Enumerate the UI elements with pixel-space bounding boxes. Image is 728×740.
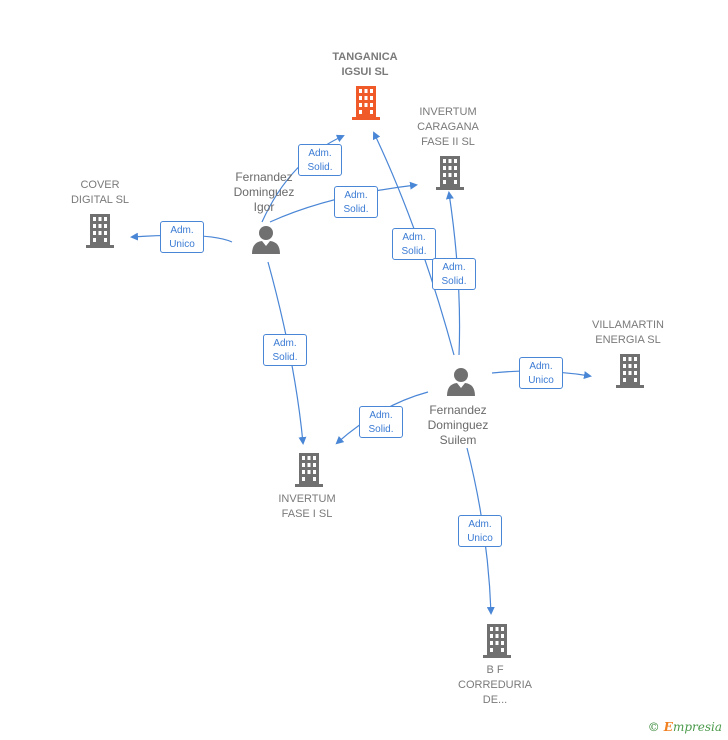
company-label-villamartin[interactable]: VILLAMARTIN ENERGIA SL xyxy=(592,319,664,346)
edge-badge-igor-cover[interactable]: Adm. Unico xyxy=(160,221,204,253)
building-icon[interactable] xyxy=(434,156,466,190)
edge-badge-igor-caragana[interactable]: Adm. Solid. xyxy=(334,186,378,218)
brand-logo-initial: E xyxy=(663,720,673,734)
person-label-suilem[interactable]: Fernandez Dominguez Suilem xyxy=(427,403,489,447)
company-label-bf[interactable]: B F CORREDURIA DE... xyxy=(458,664,532,706)
person-icon[interactable] xyxy=(445,366,477,398)
edge-igor-tanganica xyxy=(261,134,345,223)
person-label-igor[interactable]: Fernandez Dominguez Igor xyxy=(233,170,295,214)
person-icon[interactable] xyxy=(250,224,282,256)
copyright-symbol: © xyxy=(647,720,660,734)
company-label-fase1[interactable]: INVERTUM FASE I SL xyxy=(278,493,336,520)
company-label-cover[interactable]: COVER DIGITAL SL xyxy=(70,179,130,206)
edge-badge-suilem-bf[interactable]: Adm. Unico xyxy=(458,515,502,547)
edge-badge-suilem-caragana[interactable]: Adm. Solid. xyxy=(432,258,476,290)
brand-logo-text: mpresia xyxy=(672,720,722,734)
building-icon[interactable] xyxy=(481,624,513,658)
edge-badge-igor-fase1[interactable]: Adm. Solid. xyxy=(263,334,307,366)
building-icon[interactable] xyxy=(614,354,646,388)
building-icon[interactable] xyxy=(84,214,116,248)
edge-badge-suilem-tanganica[interactable]: Adm. Solid. xyxy=(392,228,436,260)
building-icon[interactable] xyxy=(350,86,382,120)
company-label-caragana[interactable]: INVERTUM CARAGANA FASE II SL xyxy=(417,106,479,148)
building-icon[interactable] xyxy=(293,453,325,487)
edge-badge-suilem-fase1[interactable]: Adm. Solid. xyxy=(359,406,403,438)
company-label-tanganica[interactable]: TANGANICA IGSUI SL xyxy=(332,51,398,78)
brand-footer: ©Empresia xyxy=(648,720,722,734)
edge-badge-igor-tanganica[interactable]: Adm. Solid. xyxy=(298,144,342,176)
edge-badge-suilem-villamartin[interactable]: Adm. Unico xyxy=(519,357,563,389)
